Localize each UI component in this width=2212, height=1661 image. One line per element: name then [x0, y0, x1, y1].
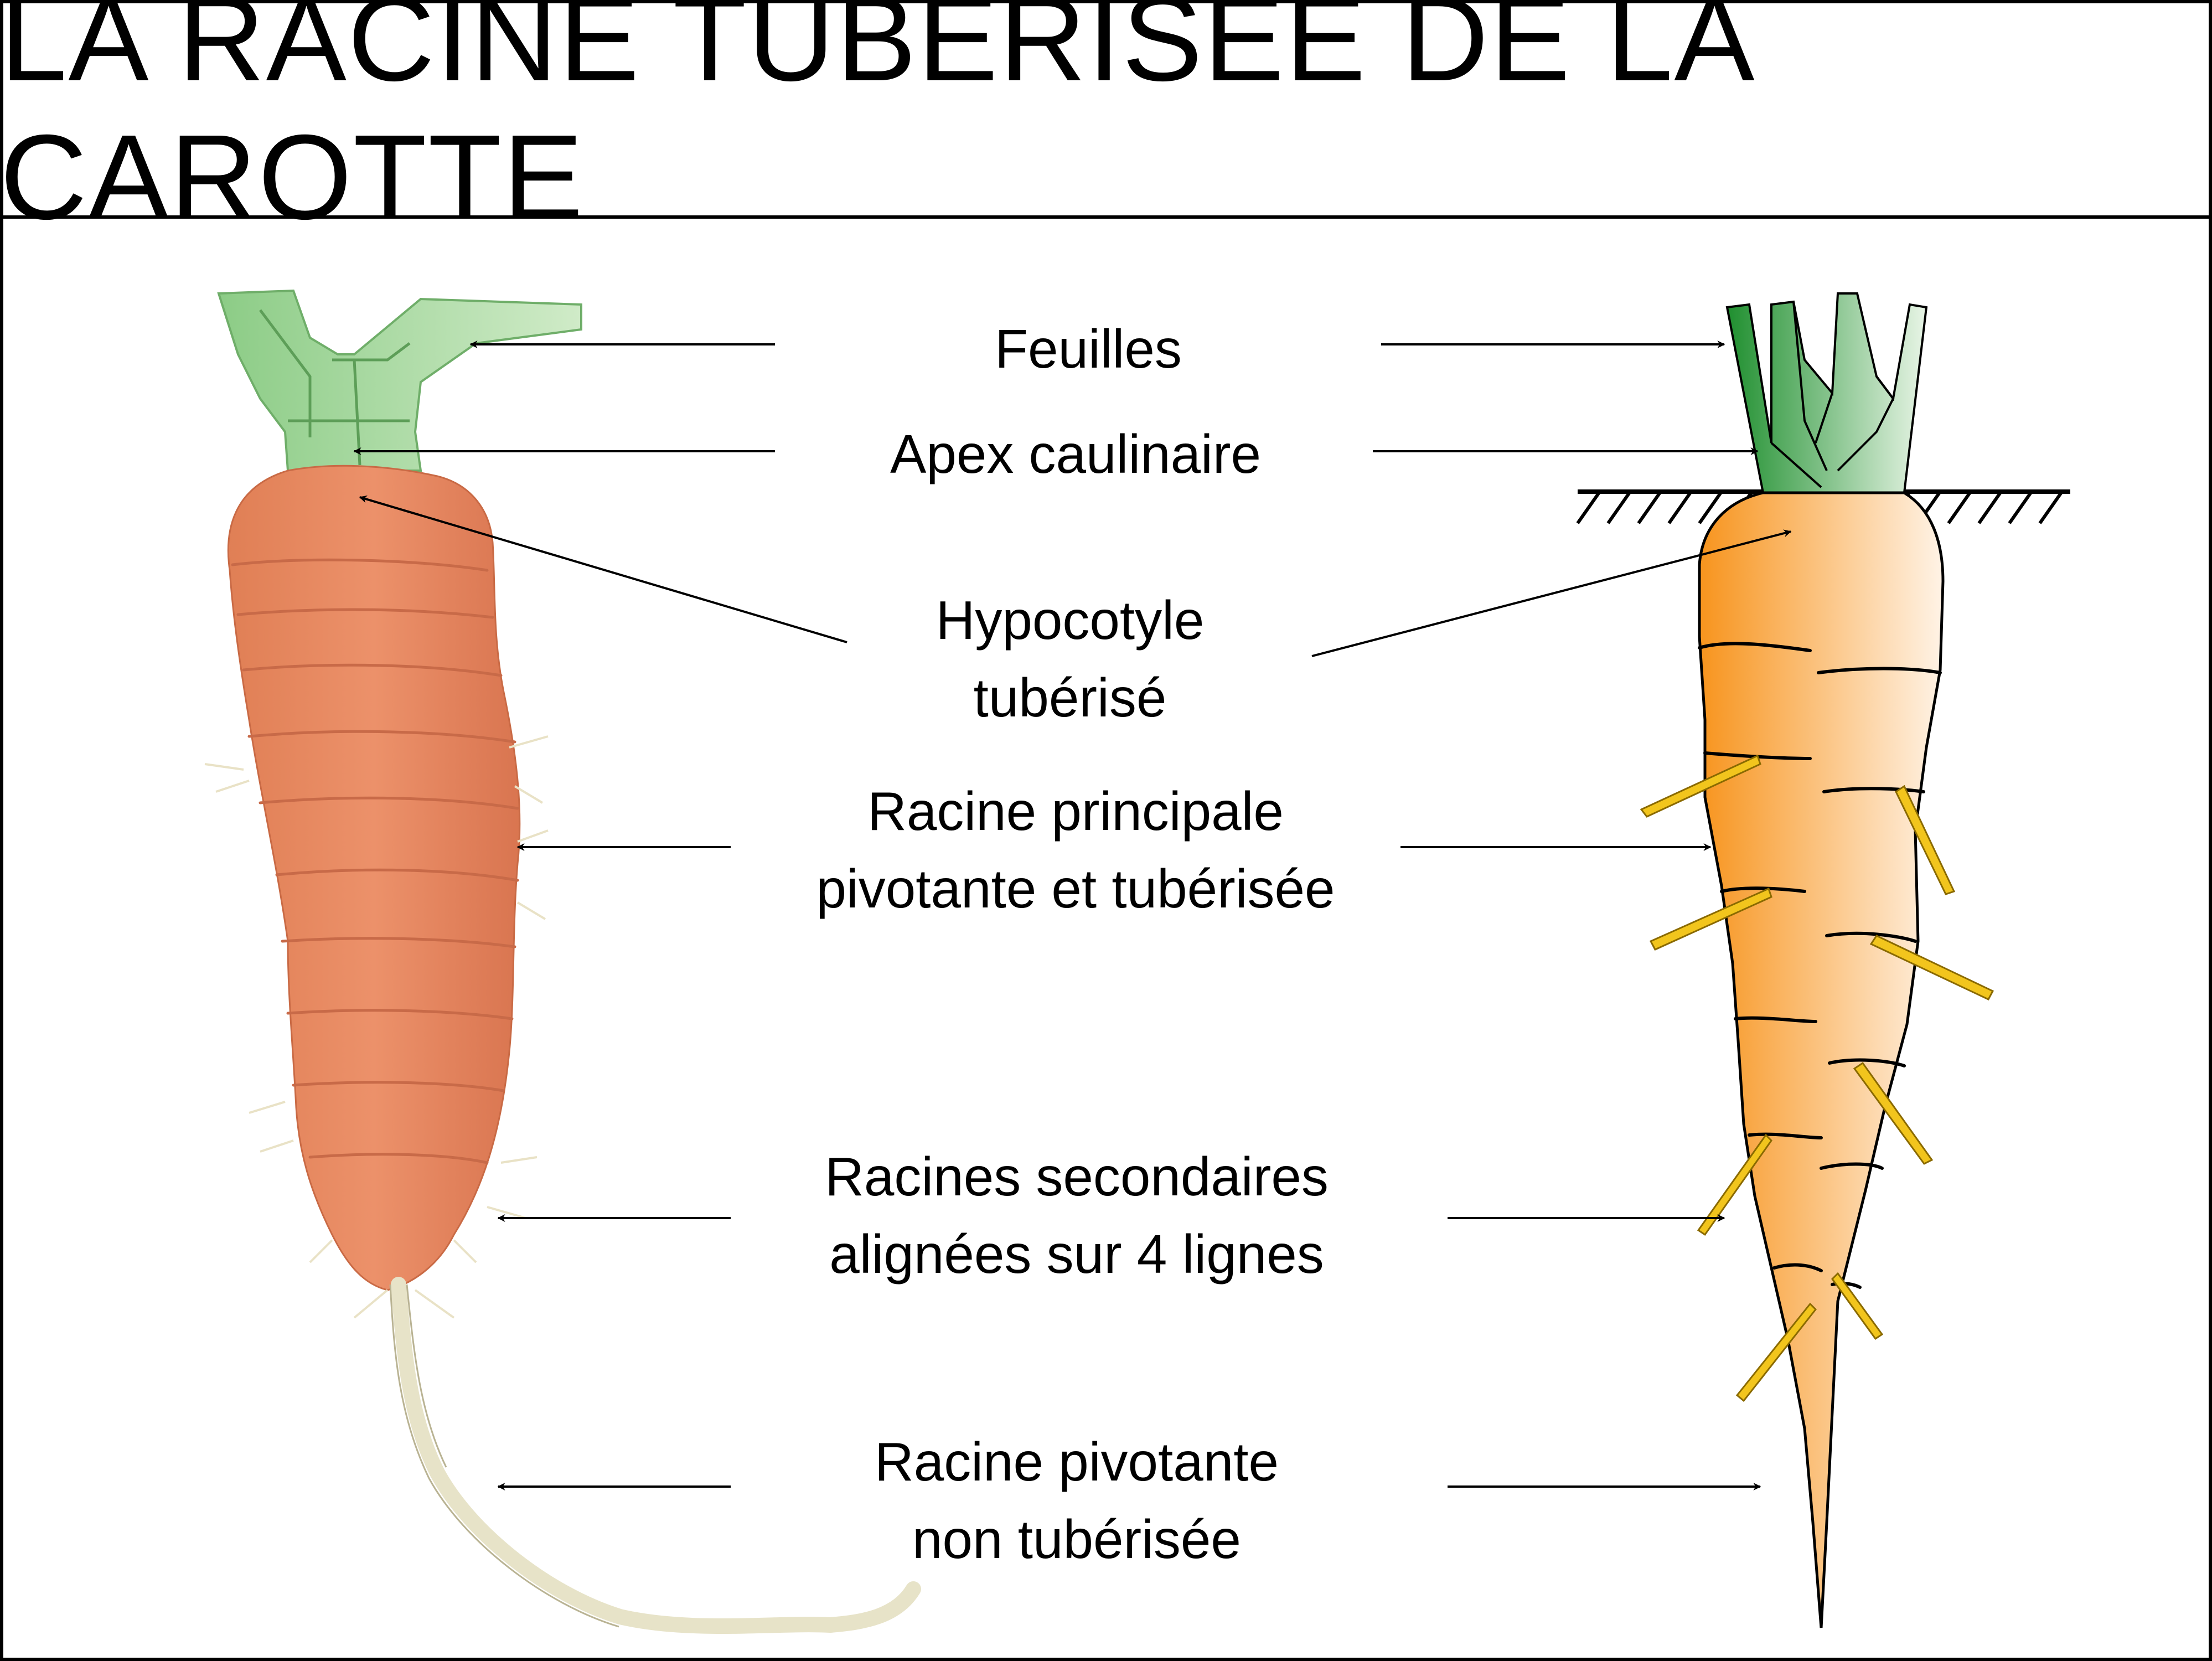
label-apex: Apex caulinaire [688, 415, 1463, 493]
label-racines-secondaires-line1: Racines secondaires [825, 1146, 1329, 1207]
label-racine-pivotante-line1: Racine pivotante [874, 1431, 1279, 1492]
drawn-leaves [1725, 292, 1928, 494]
drawn-carrot-body [1698, 491, 1945, 1628]
label-hypocotyle-line1: Hypocotyle [936, 590, 1205, 651]
label-racine-principale: Racine principale pivotante et tubérisée [688, 772, 1463, 927]
label-hypocotyle-line2: tubérisé [973, 667, 1167, 728]
photo-root-hairs [204, 735, 549, 1319]
label-racines-secondaires-line2: alignées sur 4 lignes [829, 1224, 1324, 1285]
drawn-carrot [1576, 292, 2070, 1628]
drawn-leaf-lines [1770, 301, 1895, 488]
photo-leaves [217, 289, 582, 472]
label-arrows [353, 341, 1792, 1490]
photo-tail-outline [389, 1284, 619, 1628]
label-apex-text: Apex caulinaire [890, 424, 1262, 484]
label-racine-principale-line2: pivotante et tubérisée [816, 858, 1335, 919]
photo-ridges [231, 558, 519, 1164]
label-racine-principale-line1: Racine principale [867, 781, 1284, 842]
label-hypocotyle: Hypocotyle tubérisé [683, 581, 1458, 736]
drawn-ridges [1698, 642, 1942, 1289]
label-racine-pivotante: Racine pivotante non tubérisée [689, 1423, 1464, 1578]
arrow-hypocotyle-right [1311, 529, 1792, 657]
label-racines-secondaires: Racines secondaires alignées sur 4 ligne… [689, 1138, 1464, 1293]
page-title: LA RACINE TUBERISEE DE LA CAROTTE [0, 0, 1749, 245]
label-racine-pivotante-line2: non tubérisée [912, 1509, 1241, 1570]
drawn-rootlets [1640, 754, 1994, 1402]
photo-carrot [204, 289, 921, 1634]
photo-carrot-tail [391, 1277, 921, 1634]
arrow-hypocotyle-left [359, 495, 847, 643]
photo-carrot-body [227, 465, 521, 1291]
label-feuilles-text: Feuilles [995, 318, 1182, 379]
photo-leaf-veins [259, 309, 411, 466]
label-feuilles: Feuilles [701, 310, 1476, 388]
